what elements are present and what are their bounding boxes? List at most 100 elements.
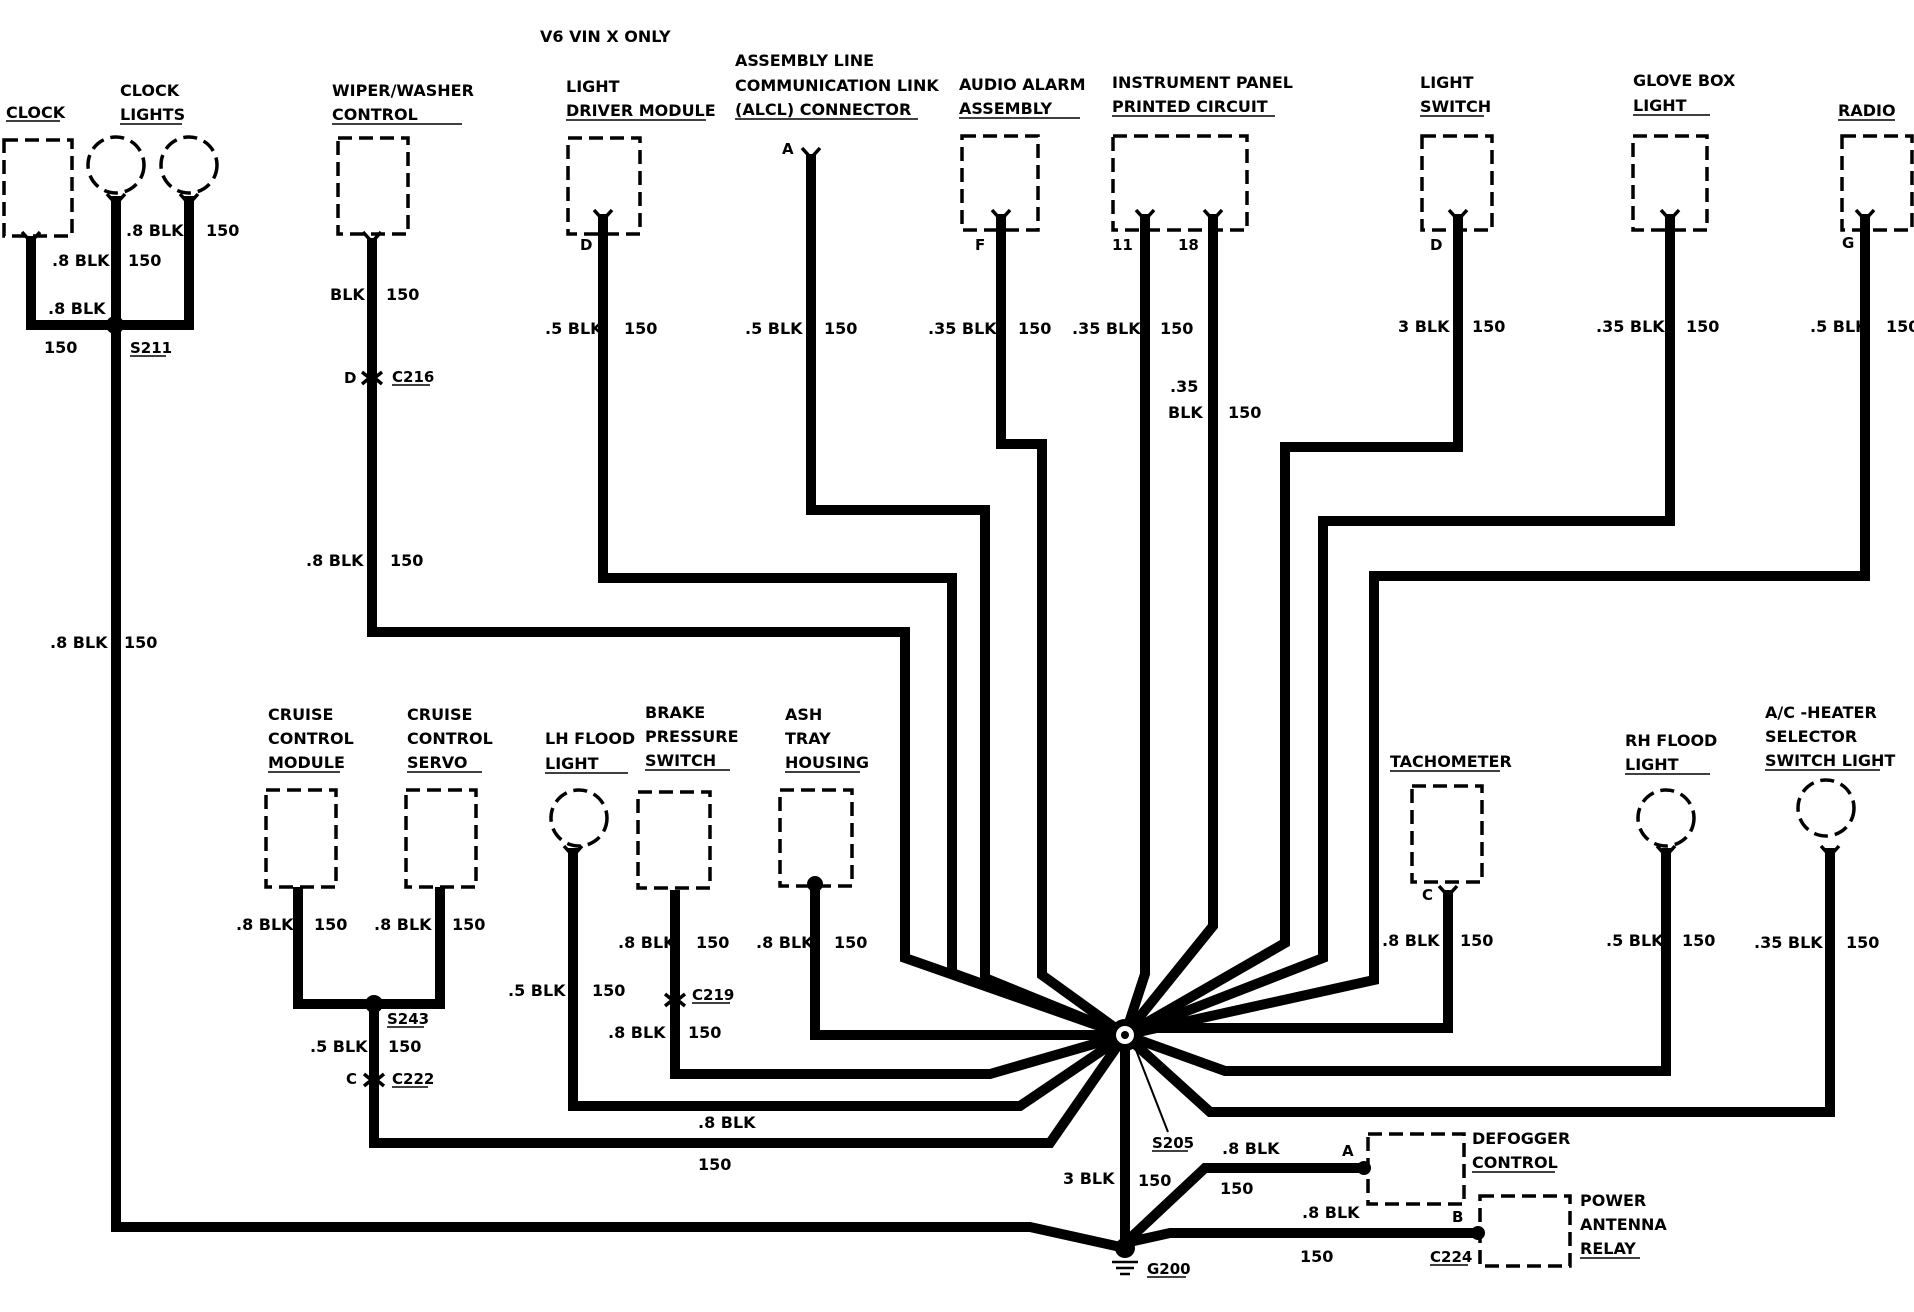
wire-label: BLK [330,285,365,304]
circuit-label: 150 [386,285,419,304]
power-antenna-terminal: B [1452,1208,1463,1226]
wire-ip-11 [1120,214,1150,1037]
cruise-servo-label-2: CONTROL [407,729,493,748]
s211-splice-icon [106,316,124,334]
circuit-label: 150 [314,915,347,934]
lh-flood-label-2: LIGHT [545,754,599,773]
ip-terminal-18: 18 [1178,236,1199,254]
wire-audio-alarm [996,214,1128,1040]
wire-clock-main [111,196,1127,1253]
lh-flood-terminal-icon [562,844,584,859]
brake-pressure-box [636,790,712,890]
alcl-terminal-icon [800,146,822,161]
wire-glove-box [1123,214,1675,1040]
clock-box [2,138,74,238]
audio-alarm-label-2: ASSEMBLY [959,99,1052,118]
wire-label: .8 BLK [756,933,814,952]
light-driver-label-2: DRIVER MODULE [566,101,716,120]
audio-alarm-terminal-icon [990,208,1012,223]
radio-terminal-icon [1854,208,1876,223]
circuit-label: 150 [1682,931,1715,950]
clock-light-2-bulb [159,135,219,195]
wire-rh-flood [1123,848,1671,1076]
c216-terminal: D [344,369,356,387]
instrument-panel-label-1: INSTRUMENT PANEL [1112,73,1293,92]
clock-light-1-terminal-icon [105,192,127,207]
cruise-servo-box [404,788,478,889]
wire-clock-light-right [115,196,194,330]
wire-alcl [806,154,1127,1040]
circuit-label: 150 [44,338,77,357]
terminal-symbols [20,146,1876,1088]
circuit-label: 150 [128,251,161,270]
clock-terminal-icon [20,230,42,245]
alcl-label-2: COMMUNICATION LINK [735,76,939,95]
glove-box-label-1: GLOVE BOX [1633,71,1736,90]
component-labels: CLOCK CLOCK LIGHTS WIPER/WASHER CONTROL … [6,51,1896,1259]
wire-lh-flood [568,848,1128,1111]
wire-label: .35 BLK [1754,933,1823,952]
power-antenna-label-3: RELAY [1580,1239,1636,1258]
wire-label: .5 BLK [508,981,566,1000]
g200-label: G200 [1147,1260,1191,1278]
circuit-label: 150 [1886,317,1914,336]
wire-label: .5 BLK [1810,317,1868,336]
wire-label: .8 BLK [52,251,110,270]
clock-light-2-terminal-icon [178,192,200,207]
glove-box-terminal-icon [1659,208,1681,223]
power-antenna-terminal-icon [1471,1226,1485,1240]
circuit-label: 150 [1138,1171,1171,1190]
diagram-title: V6 VIN X ONLY [540,27,671,46]
clock-lights-label-2: LIGHTS [120,105,185,124]
ash-tray-label-2: TRAY [785,729,831,748]
cruise-module-label-1: CRUISE [268,705,333,724]
wiper-washer-label-1: WIPER/WASHER [332,81,474,100]
cruise-servo-label-3: SERVO [407,753,467,772]
radio-label: RADIO [1838,101,1896,120]
c222-label: C222 [392,1070,434,1088]
wiper-terminal-icon [361,230,383,245]
wire-label: .5 BLK [1606,931,1664,950]
tachometer-terminal: C [1422,886,1433,904]
wire-label: .8 BLK [306,551,364,570]
ash-tray-box [778,788,854,888]
circuit-label: 150 [1300,1247,1333,1266]
wire-cruise-module [293,887,374,1009]
wire-cruise-servo [374,887,445,1009]
light-switch-terminal-icon [1447,208,1469,223]
wire-label: .8 BLK [1382,931,1440,950]
instrument-panel-box [1111,134,1249,232]
wire-label: .8 BLK [618,933,676,952]
circuit-label: 150 [390,551,423,570]
cruise-module-box [264,788,338,889]
circuit-label: 150 [1472,317,1505,336]
ac-heater-label-3: SWITCH LIGHT [1765,751,1895,770]
defogger-terminal: A [1342,1142,1354,1160]
ground-icon [1112,1238,1138,1276]
wire-label: BLK [1168,403,1203,422]
circuit-label: 150 [124,633,157,652]
radio-terminal: G [1842,234,1854,252]
glove-box-label-2: LIGHT [1633,96,1687,115]
circuit-label: 150 [1460,931,1493,950]
defogger-terminal-icon [1357,1161,1371,1175]
brake-pressure-label-2: PRESSURE [645,727,739,746]
wire-ip-18 [1121,214,1218,1039]
tachometer-terminal-icon [1437,884,1459,899]
c222-connector-icon [362,1072,386,1088]
ash-tray-label-1: ASH [785,705,822,724]
circuit-label: 150 [698,1155,731,1174]
wire-label: .8 BLK [50,633,108,652]
ac-heater-label-2: SELECTOR [1765,727,1857,746]
circuit-label: 150 [206,221,239,240]
wire-label: .8 BLK [698,1113,756,1132]
cruise-servo-label-1: CRUISE [407,705,472,724]
alcl-label-1: ASSEMBLY LINE [735,51,874,70]
circuit-label: 150 [834,933,867,952]
wire-s243-out [369,1004,1130,1148]
wire-network [26,154,1870,1253]
wire-clock-left [26,236,115,330]
light-driver-terminal: D [580,236,592,254]
s243-label: S243 [387,1010,429,1028]
